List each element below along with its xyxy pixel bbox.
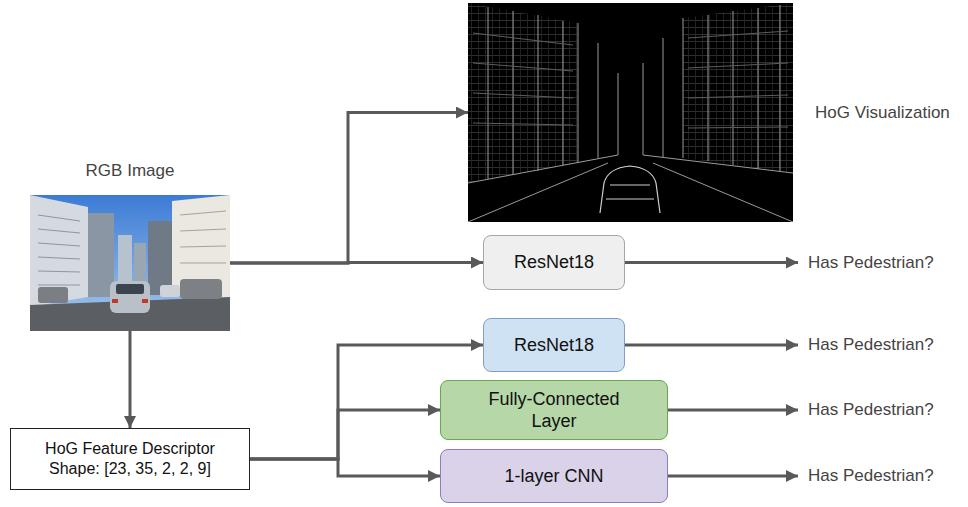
output-arrow <box>625 261 798 264</box>
image-node: RGB Image <box>30 160 230 332</box>
flow-arrow <box>230 261 483 265</box>
hog-visualization <box>468 3 793 222</box>
box-label: ResNet18 <box>514 251 594 274</box>
output-label: Has Pedestrian? <box>808 335 934 355</box>
process-box: ResNet18 <box>483 235 625 290</box>
output-label: Has Pedestrian? <box>808 253 934 273</box>
box-label: 1-layer CNN <box>504 465 603 488</box>
image-caption: HoG Visualization <box>815 102 950 123</box>
flow-arrow <box>250 410 440 459</box>
image-caption: RGB Image <box>30 160 230 181</box>
process-box: ResNet18 <box>483 318 625 372</box>
street-photo <box>30 195 230 331</box>
output-label: Has Pedestrian? <box>808 400 934 420</box>
box-label: ResNet18 <box>514 334 594 357</box>
output-arrow <box>625 344 798 347</box>
output-label: Has Pedestrian? <box>808 466 934 486</box>
process-box: Fully-Connected Layer <box>440 380 668 440</box>
feature-box: HoG Feature Descriptor Shape: [23, 35, 2… <box>10 428 250 490</box>
output-arrow <box>668 475 798 478</box>
box-label: HoG Feature Descriptor Shape: [23, 35, 2… <box>28 439 233 479</box>
flow-arrow <box>129 331 132 428</box>
image-node: HoG Visualization <box>468 3 963 223</box>
process-box: 1-layer CNN <box>440 449 668 503</box>
output-arrow <box>668 409 798 412</box>
flow-arrow <box>230 113 468 264</box>
flow-arrow <box>250 459 440 476</box>
box-label: Fully-Connected Layer <box>474 388 634 433</box>
